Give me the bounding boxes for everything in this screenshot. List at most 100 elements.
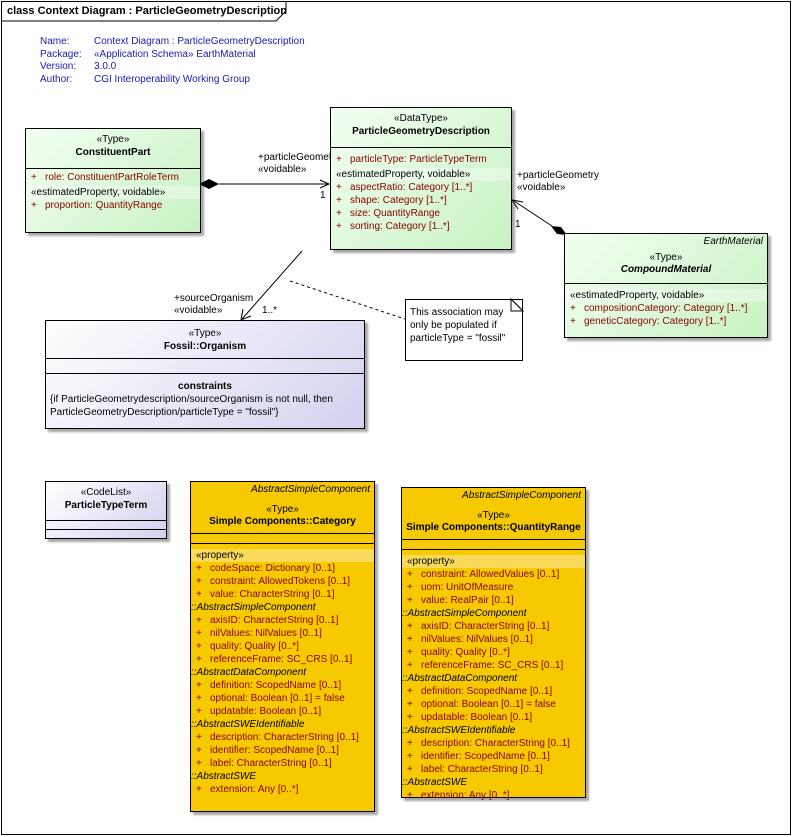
attribute-text: axisID: CharacterString [0..1] bbox=[210, 615, 339, 626]
attribute-row: +constraint: AllowedValues [0..1] bbox=[407, 568, 585, 581]
assoc-label-org-role: +sourceOrganism bbox=[174, 293, 254, 304]
visibility-marker: + bbox=[407, 595, 413, 606]
attribute-row: +quality: Quality [0..*] bbox=[407, 646, 585, 659]
class-name: ParticleTypeTerm bbox=[64, 499, 148, 511]
inherited-section-label: ::AbstractSWE bbox=[191, 771, 257, 782]
visibility-marker: + bbox=[407, 764, 413, 775]
constraint-line-1: {if ParticleGeometrydescription/sourceOr… bbox=[50, 394, 333, 405]
visibility-marker: + bbox=[407, 751, 413, 762]
attribute-row: +referenceFrame: SC_CRS [0..1] bbox=[196, 653, 374, 666]
arrowhead-pgd-right bbox=[510, 199, 524, 210]
attribute-text: identifier: ScopedName [0..1] bbox=[421, 751, 550, 762]
attribute-text: extension: Any [0..*] bbox=[421, 790, 510, 801]
group-estimated: «estimatedProperty, voidable» bbox=[565, 289, 767, 302]
attribute-text: updatable: Boolean [0..1] bbox=[210, 706, 322, 717]
visibility-marker: + bbox=[407, 582, 413, 593]
association-note[interactable]: This association may only be populated i… bbox=[405, 299, 523, 361]
visibility-marker: + bbox=[196, 628, 202, 639]
class-name: Fossil::Organism bbox=[163, 340, 247, 352]
attribute-text: label: CharacterString [0..1] bbox=[210, 758, 332, 769]
composition-diamond-constituentpart bbox=[199, 179, 219, 189]
group-property: «property» bbox=[191, 549, 374, 562]
class-name: ParticleGeometryDescription bbox=[352, 125, 490, 137]
visibility-marker: + bbox=[407, 712, 413, 723]
attribute-text: referenceFrame: SC_CRS [0..1] bbox=[210, 654, 353, 665]
class-particlegeometrydescription[interactable]: «DataType» ParticleGeometryDescription +… bbox=[330, 107, 512, 250]
visibility-marker: + bbox=[196, 589, 202, 600]
attribute-row: + extension: Any [0..*] bbox=[196, 783, 374, 796]
attribute-text: description: CharacterString [0..1] bbox=[421, 738, 570, 749]
attribute-row: + referenceFrame: SC_CRS [0..1] bbox=[407, 659, 585, 672]
stereotype: «Type» bbox=[649, 251, 683, 263]
attribute-text: identifier: ScopedName [0..1] bbox=[210, 745, 339, 756]
constraint-line-2: ParticleGeometryDescription/particleType… bbox=[50, 407, 279, 418]
attribute-text: constraint: AllowedValues [0..1] bbox=[421, 569, 560, 580]
attribute-row: + description: CharacterString [0..1] bbox=[407, 737, 585, 750]
class-constituentpart[interactable]: «Type» ConstituentPart +role: Constituen… bbox=[25, 128, 201, 233]
group-property: «property» bbox=[402, 555, 585, 568]
class-compoundmaterial[interactable]: EarthMaterial «Type» CompoundMaterial «e… bbox=[564, 233, 768, 338]
attribute-row: +nilValues: NilValues [0..1] bbox=[407, 633, 585, 646]
class-fossil-organism[interactable]: «Type» Fossil::Organism constraints {if … bbox=[45, 320, 365, 429]
inherited-section-label: ::AbstractSWEIdentifiable bbox=[402, 725, 516, 736]
class-name: ConstituentPart bbox=[75, 146, 151, 158]
class-simplecomponents-quantityrange[interactable]: AbstractSimpleComponent «Type» Simple Co… bbox=[401, 487, 586, 801]
class-name: Simple Components::Category bbox=[209, 516, 356, 527]
attribute-text: value: RealPair [0..1] bbox=[421, 595, 514, 606]
attribute-list: +constraint: AllowedValues [0..1]+uom: U… bbox=[402, 568, 585, 802]
composition-diamond-compound bbox=[551, 226, 567, 235]
attribute-row: +value: CharacterString [0..1] bbox=[196, 588, 374, 601]
attribute-row: + value: RealPair [0..1] bbox=[407, 594, 585, 607]
info-row-author: Author:CGI Interoperability Working Grou… bbox=[40, 73, 250, 85]
info-row-package: Package:«Application Schema» EarthMateri… bbox=[40, 48, 256, 60]
attribute-text: description: CharacterString [0..1] bbox=[210, 732, 359, 743]
attribute-particletype: +particleType: ParticleTypeTerm bbox=[336, 154, 487, 165]
attribute-row: +definition: ScopedName [0..1] bbox=[407, 685, 585, 698]
inherited-section-label: ::AbstractSWE bbox=[402, 777, 468, 788]
package-tag: AbstractSimpleComponent bbox=[462, 490, 581, 501]
inherited-section-label: ::AbstractSimpleComponent bbox=[402, 608, 527, 619]
stereotype: «Type» bbox=[188, 328, 222, 339]
attribute-row: +identifier: ScopedName [0..1] bbox=[196, 744, 374, 757]
visibility-marker: + bbox=[407, 634, 413, 645]
class-simplecomponents-category[interactable]: AbstractSimpleComponent «Type» Simple Co… bbox=[190, 481, 375, 812]
attribute-row: +label: CharacterString [0..1] bbox=[407, 763, 585, 776]
attribute-role: +role: ConstituentPartRoleTerm bbox=[31, 172, 179, 183]
attribute-sorting: +sorting: Category [1..*] bbox=[336, 221, 450, 232]
association-pgd-organism bbox=[241, 250, 303, 320]
attribute-row: +axisID: CharacterString [0..1] bbox=[196, 614, 374, 627]
note-line: particleType = "fossil" bbox=[410, 333, 506, 344]
visibility-marker: + bbox=[407, 660, 413, 671]
attribute-text: nilValues: NilValues [0..1] bbox=[210, 628, 322, 639]
attribute-row: +quality: Quality [0..*] bbox=[196, 640, 374, 653]
visibility-marker: + bbox=[407, 738, 413, 749]
inherited-section-label: ::AbstractDataComponent bbox=[191, 667, 307, 678]
attribute-row: +uom: UnitOfMeasure bbox=[407, 581, 585, 594]
class-particletypeterm[interactable]: «CodeList» ParticleTypeTerm bbox=[45, 481, 167, 539]
attribute-text: definition: ScopedName [0..1] bbox=[210, 680, 342, 691]
group-estimated: «estimatedProperty, voidable» bbox=[26, 186, 200, 199]
attribute-text: updatable: Boolean [0..1] bbox=[421, 712, 533, 723]
attribute-row: +constraint: AllowedTokens [0..1] bbox=[196, 575, 374, 588]
association-compound-pgd bbox=[513, 200, 553, 227]
inherited-section-label: ::AbstractSimpleComponent bbox=[191, 602, 316, 613]
attribute-text: axisID: CharacterString [0..1] bbox=[421, 621, 550, 632]
diagram-info: Name:Context Diagram : ParticleGeometryD… bbox=[40, 36, 305, 86]
visibility-marker: + bbox=[407, 790, 413, 801]
attribute-text: referenceFrame: SC_CRS [0..1] bbox=[421, 660, 564, 671]
assoc-label-cp-role: +particleGeometry bbox=[258, 152, 340, 163]
assoc-label-org-mult: 1..* bbox=[262, 305, 278, 316]
visibility-marker: + bbox=[196, 784, 202, 795]
attribute-text: extension: Any [0..*] bbox=[210, 784, 299, 795]
attribute-proportion: +proportion: QuantityRange bbox=[31, 200, 163, 211]
stereotype: «Type» bbox=[266, 503, 299, 515]
package-tag: AbstractSimpleComponent bbox=[251, 484, 370, 495]
arrowhead-pgd-left bbox=[319, 179, 331, 189]
attribute-row: + identifier: ScopedName [0..1] bbox=[407, 750, 585, 763]
attribute-shape: +shape: Category [1..*] bbox=[336, 195, 447, 206]
class-name: Simple Components::QuantityRange bbox=[406, 522, 581, 533]
